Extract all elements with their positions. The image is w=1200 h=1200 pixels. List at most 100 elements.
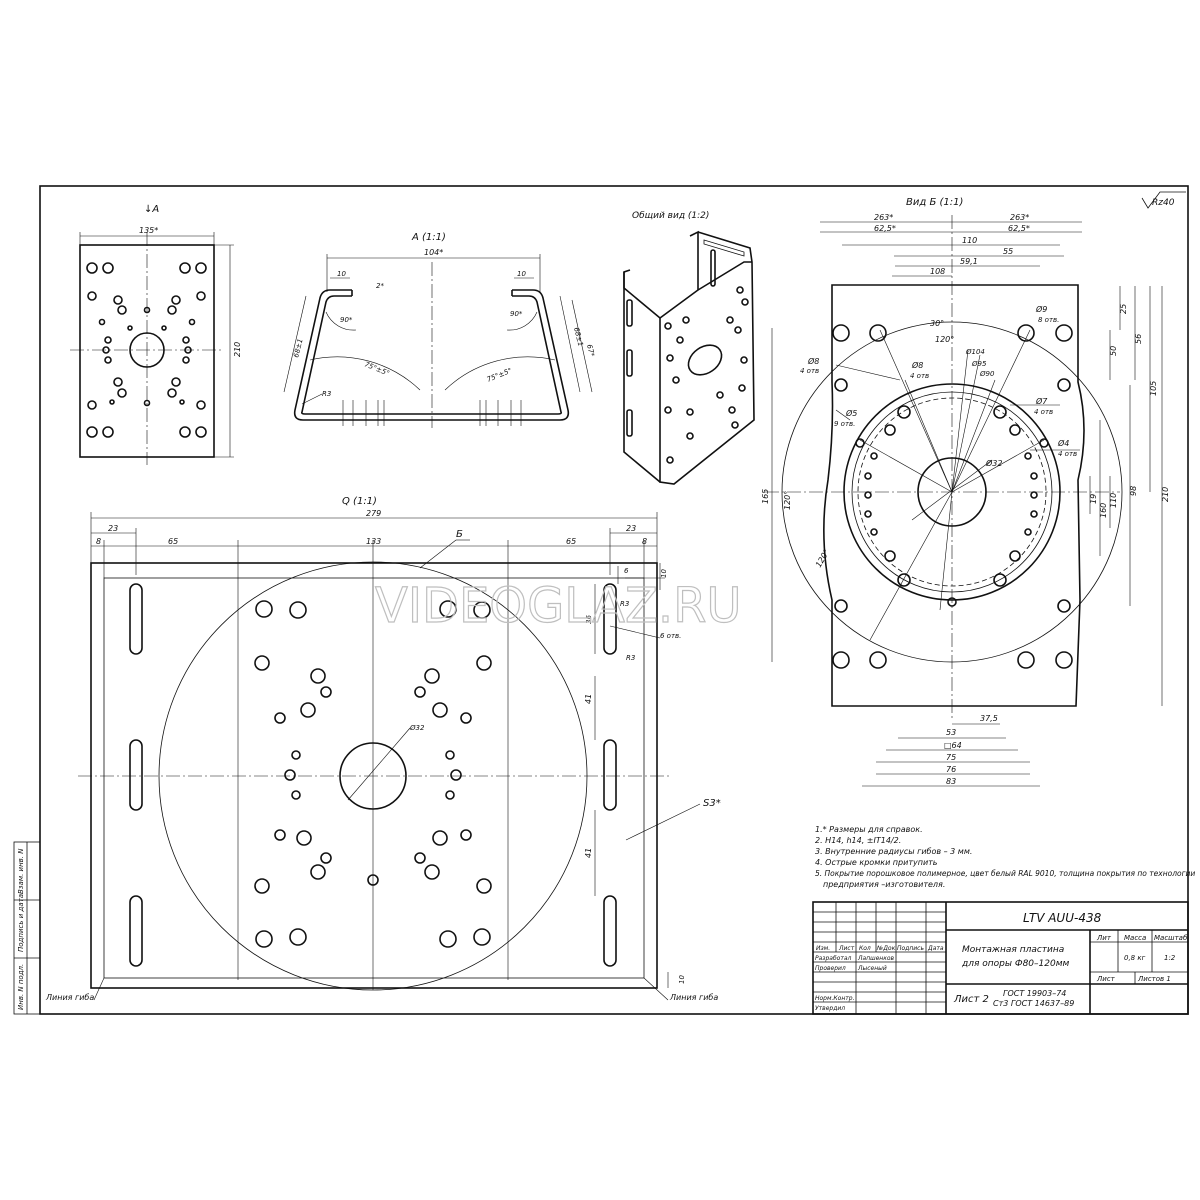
role-norm-kontrol: Норм.Контр. (815, 995, 855, 1002)
material-line2: Ст3 ГОСТ 14637–89 (993, 999, 1074, 1008)
view-q-slot-36: 36 (585, 615, 593, 624)
general-view-title: Общий вид (1:2) (632, 211, 709, 221)
bend-line-right-label: Линия гиба (669, 993, 718, 1002)
view-q-right-23: 23 (626, 524, 636, 533)
view-b-angle30: 30° (930, 319, 944, 328)
view-b-50: 50 (1109, 346, 1118, 356)
view-b-phi8b-count: 4 отв (910, 372, 929, 380)
view-a-arrow-label: ↓A (144, 204, 159, 215)
technical-notes: 1.* Размеры для справок. 2. H14, h14, ±I… (815, 825, 1195, 889)
view-q-right-65: 65 (566, 537, 576, 546)
part-name-line2: для опоры Ф80–120мм (961, 959, 1069, 969)
view-b-phi32: Ø32 (985, 458, 1002, 468)
view-b-56: 56 (1134, 334, 1143, 344)
title-block: LTV AUU-438 Монтажная пластина для опоры… (812, 901, 1189, 1015)
view-q-left-23: 23 (108, 524, 118, 533)
sheets-cell: Листов 1 (1137, 975, 1171, 983)
view-q: Q (1:1) 279 23 23 8 65 133 65 8 Б Ø32 (45, 496, 721, 1002)
view-b-75: 75 (946, 753, 956, 762)
view-b-phi8a-count: 4 отв (800, 367, 819, 375)
view-a-arc-right: 75°±5° (486, 367, 513, 384)
view-b-19: 19 (1089, 494, 1098, 504)
material-line1: ГОСТ 19903–74 (1003, 989, 1066, 998)
view-a-width-dim: 135* (139, 226, 158, 235)
sheet-frame (13, 185, 1189, 1015)
hdr-data: Дата (927, 945, 944, 952)
view-q-left-65: 65 (168, 537, 178, 546)
hdr-izm: Изм. (816, 945, 830, 952)
roughness-symbol: Rz40 (1141, 191, 1186, 209)
sheet-label: Лист 2 (953, 994, 989, 1005)
scale-value: 1:2 (1164, 954, 1176, 962)
view-a-radius: R3 (322, 390, 331, 398)
view-b-108: 108 (930, 267, 945, 276)
hdr-ndok: №Док. (876, 945, 897, 952)
view-b-160: 160 (1099, 503, 1108, 518)
view-a-flange-right: 10 (517, 270, 526, 278)
role-razrabotal: Разработал (815, 955, 852, 962)
note-6: предприятия –изготовителя. (823, 880, 945, 889)
view-q-slot-10: 10 (660, 569, 668, 578)
view-a-arc-left: 75°±5° (363, 360, 390, 377)
view-b-25: 25 (1119, 304, 1128, 314)
col-lit: Лит (1096, 934, 1112, 942)
view-b-phi90: Ø90 (979, 370, 995, 378)
view-q-thickness: S3* (703, 798, 721, 809)
view-q-41b: 41 (584, 848, 593, 858)
view-a-side-right2: 67* (585, 344, 596, 358)
view-b-165: 165 (761, 489, 770, 504)
view-a-side-left: 68±1 (292, 338, 304, 359)
view-b-angle120c: 120° (814, 548, 831, 569)
section-mark-b: Б (456, 529, 463, 540)
view-a-small: ↓A 135* 210 (70, 204, 242, 465)
view-q-overall: 279 (366, 509, 381, 518)
view-q-41a: 41 (584, 694, 593, 704)
role-utverdil: Утвердил (815, 1005, 845, 1012)
view-b-phi8b: Ø8 (911, 360, 923, 370)
view-a-angle-left: 90* (340, 316, 353, 324)
view-b-625-left: 62,5* (874, 224, 896, 233)
view-b-phi5-count: 9 отв. (834, 420, 855, 428)
role-proveril: Проверил (815, 965, 846, 972)
view-b-53: 53 (946, 728, 956, 737)
view-q-slot-6: 6 (624, 567, 629, 575)
view-b-98: 98 (1129, 486, 1138, 496)
view-b-phi7: Ø7 (1035, 396, 1048, 406)
view-b-83: 83 (946, 777, 956, 786)
view-b-phi4: Ø4 (1057, 438, 1069, 448)
view-b-64: □64 (944, 741, 962, 750)
view-b-110v: 110 (1109, 493, 1118, 508)
mass-value: 0,8 кг (1124, 954, 1146, 962)
general-view-3d: Общий вид (1:2) (623, 211, 755, 485)
view-b-title: Вид Б (1:1) (906, 197, 963, 208)
view-b-phi9: Ø9 (1035, 304, 1047, 314)
view-b-263-right: 263* (1010, 213, 1029, 222)
view-b-591: 59,1 (960, 257, 978, 266)
view-b-210: 210 (1161, 487, 1170, 502)
view-q-left-8: 8 (96, 537, 101, 546)
note-1: 1.* Размеры для справок. (815, 825, 923, 834)
view-b-375: 37,5 (980, 714, 998, 723)
col-scale: Масштаб (1154, 934, 1188, 942)
view-a-flange-left: 10 (337, 270, 346, 278)
view-b-263-left: 263* (874, 213, 893, 222)
view-b-phi7-count: 4 отв (1034, 408, 1053, 416)
view-b-55: 55 (1003, 247, 1013, 256)
view-b-angle120: 120° (935, 335, 954, 344)
note-4: 4. Острые кромки притупить (815, 858, 938, 867)
hdr-podp: Подпись (897, 945, 924, 952)
view-a-top-dim: 104* (424, 248, 443, 257)
view-q-title: Q (1:1) (342, 496, 377, 507)
view-b-phi9-count: 8 отв. (1038, 316, 1059, 324)
view-b-76: 76 (946, 765, 956, 774)
view-b-angle120b: 120° (783, 491, 792, 510)
note-5: 5. Покрытие порошковое полимерное, цвет … (815, 869, 1195, 878)
designation: LTV AUU-438 (1023, 911, 1102, 925)
view-q-r3a: R3 (620, 600, 629, 608)
side-stamp: Инв. N подл. Подпись и дата Взам. инв. N (17, 848, 25, 1010)
view-q-center-hole: Ø32 (409, 724, 425, 732)
view-b-phi8a: Ø8 (807, 356, 819, 366)
view-b-phi95: Ø95 (971, 360, 987, 368)
view-q-center-133: 133 (366, 537, 381, 546)
